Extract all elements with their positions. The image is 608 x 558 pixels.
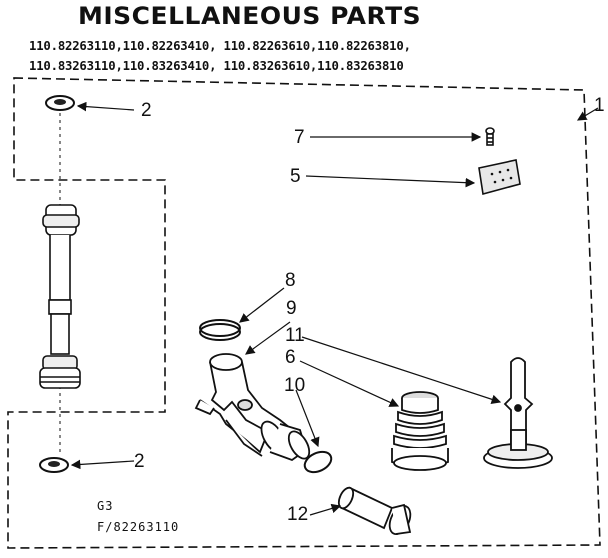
- callout-line-clamp: [239, 287, 285, 323]
- o-ring: [303, 450, 333, 474]
- callout-ring: 10: [284, 375, 306, 396]
- diagram-code: G3: [97, 499, 114, 513]
- callout-line-leveling-leg: [299, 360, 400, 407]
- callout-hose: 9: [286, 298, 297, 319]
- coupling: [337, 486, 412, 536]
- callout-line-hose: [245, 321, 291, 355]
- hose-clamp: [199, 319, 241, 341]
- callout-washer-bottom: 2: [134, 451, 145, 472]
- adhesive-pad: [478, 159, 521, 196]
- callout-washer-top: 2: [141, 100, 152, 121]
- model-numbers-line-1: 110.82263110,110.82263410, 110.82263610,…: [29, 39, 411, 53]
- top-washer: [45, 95, 75, 111]
- bottom-washer: [39, 457, 69, 473]
- callout-line-pad: [305, 175, 476, 188]
- page-title: MISCELLANEOUS PARTS: [78, 2, 422, 30]
- callout-line-washer-top: [76, 101, 135, 112]
- callout-line-kit: [576, 107, 599, 121]
- callout-kit: 1: [594, 95, 605, 116]
- screw: [485, 127, 495, 146]
- leveling-leg: [391, 391, 449, 471]
- callout-line-foot: [301, 336, 502, 404]
- callout-leveling-leg: 6: [285, 347, 296, 368]
- support-foot: [483, 357, 553, 469]
- kit-boundary-dashed-outline: [7, 77, 601, 549]
- figure-number: F/82263110: [97, 520, 180, 534]
- callout-clamp: 8: [285, 270, 296, 291]
- callout-line-washer-bottom: [70, 459, 135, 470]
- model-numbers-line-2: 110.83263110,110.83263410, 110.83263610,…: [29, 59, 404, 73]
- callout-screw: 7: [294, 127, 305, 148]
- callout-pad: 5: [290, 166, 301, 187]
- drain-hose: [194, 353, 311, 462]
- callout-line-coupling: [309, 503, 342, 516]
- drain-tube-assembly: [39, 204, 81, 389]
- callout-coupling: 12: [287, 504, 309, 525]
- callout-foot: 11: [285, 325, 305, 346]
- callout-line-ring: [295, 389, 320, 448]
